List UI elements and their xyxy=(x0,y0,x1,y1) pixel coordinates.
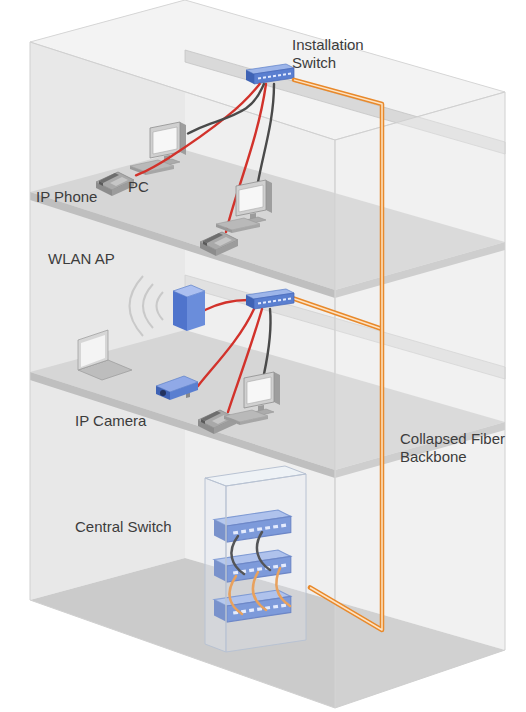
ethernet-cable xyxy=(258,84,274,182)
rack-cabinet xyxy=(205,478,226,652)
node-label: IP Phone xyxy=(36,188,97,206)
installation-switch-icon xyxy=(246,289,294,309)
fiber-link xyxy=(292,298,382,329)
ethernet-cable xyxy=(188,84,264,134)
node-label: WLAN AP xyxy=(48,250,115,268)
edge-label: Collapsed Fiber Backbone xyxy=(400,430,525,466)
laptop-icon xyxy=(78,330,132,380)
node-label: Installation Switch xyxy=(292,36,372,72)
ip-camera: IP Camera xyxy=(154,372,200,400)
central-switch-cabinet: Central Switch xyxy=(200,466,310,644)
ethernet-cable xyxy=(198,84,274,412)
ip-phone-icon xyxy=(198,410,236,434)
node-label: IP Camera xyxy=(75,412,146,430)
rack-cabinet xyxy=(205,466,306,652)
pc-icon xyxy=(216,180,272,233)
wifi-waves xyxy=(130,276,164,336)
desktop-pc: PC xyxy=(130,120,188,176)
fiber-link xyxy=(292,298,382,329)
ip-camera-icon xyxy=(156,376,198,400)
node-label: Central Switch xyxy=(75,518,172,536)
pc-icon xyxy=(224,372,280,425)
wireless-access-point: WLAN AP xyxy=(171,283,205,333)
installation-switch-icon xyxy=(246,64,294,84)
network-switch: Installation Switch xyxy=(244,62,294,84)
wifi-waves xyxy=(157,292,164,320)
fiber-core xyxy=(294,80,382,630)
ethernet-cable xyxy=(198,309,254,386)
ethernet-cable xyxy=(136,84,260,175)
building-glass xyxy=(30,42,335,708)
access-point-icon xyxy=(173,285,205,331)
ethernet-cable xyxy=(205,300,248,310)
pc-icon xyxy=(130,122,186,175)
ip-phone-icon xyxy=(200,232,238,256)
fiber-backbone xyxy=(294,80,382,630)
building-glass xyxy=(335,92,505,708)
wifi-waves xyxy=(143,284,153,328)
ethernet-cable xyxy=(264,309,271,374)
rack-cabinet xyxy=(226,474,306,652)
fiber-link xyxy=(292,298,382,329)
node-label: PC xyxy=(128,178,149,196)
building-glass xyxy=(30,42,505,708)
wifi-waves xyxy=(130,276,144,336)
